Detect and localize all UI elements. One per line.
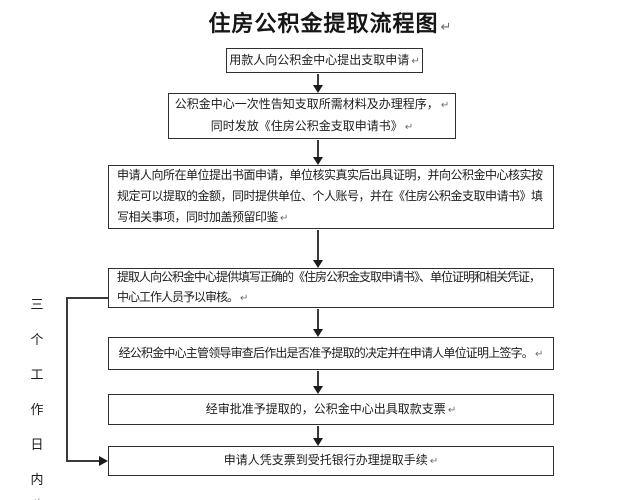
bracket-top-line [66,297,108,299]
paragraph-mark: ↵ [429,456,439,467]
bracket-bottom-line [66,460,99,462]
step-text-line: 公积金中心一次性告知支取所需材料及办理程序， [174,97,439,111]
paragraph-mark: ↵ [404,122,414,133]
arrow-stem [317,74,319,87]
step-text: 申请人凭支票到受托银行办理提取手续↵ [224,450,438,472]
flow-arrow-1 [313,74,323,93]
flow-step-issue-cheque: 经审批准予提取的，公积金中心出具取款支票↵ [108,394,554,425]
side-label-char: 内 [30,472,44,487]
flow-step-leader-approval: 经公积金中心主管领导审查后作出是否准予提取的决定并在申请人单位证明上签字。↵ [108,337,554,370]
flow-arrow-6 [313,426,323,446]
paragraph-mark: ↵ [535,348,544,360]
flow-step-submit-application: 用款人向公积金中心提出支取申请↵ [226,48,423,73]
side-label-char: 工 [30,367,44,382]
side-label-char: 作 [30,402,44,417]
step-text: 公积金中心一次性告知支取所需材料及办理程序，↵ [175,94,449,116]
arrow-down-icon [313,85,323,93]
flow-arrow-2 [313,140,323,165]
step-text: 规定可以提取的金额，同时提供单位、个人账号，并在《住房公积金支取申请书》填 [117,186,543,207]
step-text-line: 中心工作人员予以审核。 [117,290,239,304]
side-label-char: 三 [30,297,44,312]
step-text-line: 提取人向公积金中心提供填写正确的《住房公积金支取申请书》、单位证明和相关凭证， [117,270,541,284]
paragraph-mark: ↵ [411,55,420,67]
step-text-line: 申请人向所在单位提出书面申请，单位核实真实后出具证明，并向公积金中心核实按 [117,168,543,182]
paragraph-mark: ↵ [33,496,41,500]
step-text: 申请人向所在单位提出书面申请，单位核实真实后出具证明，并向公积金中心核实按 [117,165,543,186]
step-text-line: 规定可以提取的金额，同时提供单位、个人账号，并在《住房公积金支取申请书》填 [117,189,543,203]
paragraph-mark: ↵ [440,19,452,34]
flow-arrow-5 [313,371,323,394]
page-title: 住房公积金提取流程图↵ [0,6,641,38]
arrow-stem [317,230,319,262]
step-text-line: 经公积金中心主管领导审查后作出是否准予提取的决定并在申请人单位证明上签字。 [118,345,534,360]
paragraph-mark: ↵ [240,293,249,304]
step-text-line: 用款人向公积金中心提出支取申请 [229,52,410,67]
side-label-three-working-days: 三 个 工 作 日 内 ↵ [29,294,45,500]
step-text: 经审批准予提取的，公积金中心出具取款支票↵ [206,399,456,421]
step-text-line: 写相关事项，同时加盖预留印鉴 [117,210,279,224]
step-text: 经公积金中心主管领导审查后作出是否准予提取的决定并在申请人单位证明上签字。↵ [119,343,544,365]
flow-step-bank-withdrawal: 申请人凭支票到受托银行办理提取手续↵ [108,446,554,476]
page-title-text: 住房公积金提取流程图 [208,11,439,36]
step-text: 用款人向公积金中心提出支取申请↵ [229,50,419,72]
flow-arrow-3 [313,230,323,268]
step-text: 提取人向公积金中心提供填写正确的《住房公积金支取申请书》、单位证明和相关凭证， [117,267,541,287]
flow-step-center-review: 提取人向公积金中心提供填写正确的《住房公积金支取申请书》、单位证明和相关凭证， … [108,268,554,308]
step-text: 同时发放《住房公积金支取申请书》↵ [211,116,413,138]
flow-arrow-4 [313,309,323,337]
paragraph-mark: ↵ [440,100,450,111]
arrow-down-icon [313,329,323,337]
paragraph-mark: ↵ [280,213,289,224]
arrow-down-icon [313,438,323,446]
arrow-stem [317,309,319,331]
arrow-stem [317,140,319,159]
step-text-line: 经审批准予提取的，公积金中心出具取款支票 [205,401,446,416]
arrow-right-icon [99,456,108,466]
step-text: 中心工作人员予以审核。↵ [117,287,248,309]
step-text-line: 同时发放《住房公积金支取申请书》 [210,119,403,133]
step-text-line: 申请人凭支票到受托银行办理提取手续 [223,453,428,467]
arrow-down-icon [313,157,323,165]
paragraph-mark: ↵ [447,404,457,416]
bracket-vertical-line [66,297,68,462]
side-label-char: 日 [30,437,44,452]
flow-step-center-informs: 公积金中心一次性告知支取所需材料及办理程序，↵ 同时发放《住房公积金支取申请书》… [168,93,456,139]
arrow-down-icon [313,386,323,394]
arrow-stem [317,426,319,440]
arrow-down-icon [313,260,323,268]
step-text: 写相关事项，同时加盖预留印鉴↵ [117,207,288,229]
flow-step-employer-application: 申请人向所在单位提出书面申请，单位核实真实后出具证明，并向公积金中心核实按 规定… [108,165,554,229]
arrow-stem [317,371,319,388]
side-label-char: 个 [30,332,44,347]
